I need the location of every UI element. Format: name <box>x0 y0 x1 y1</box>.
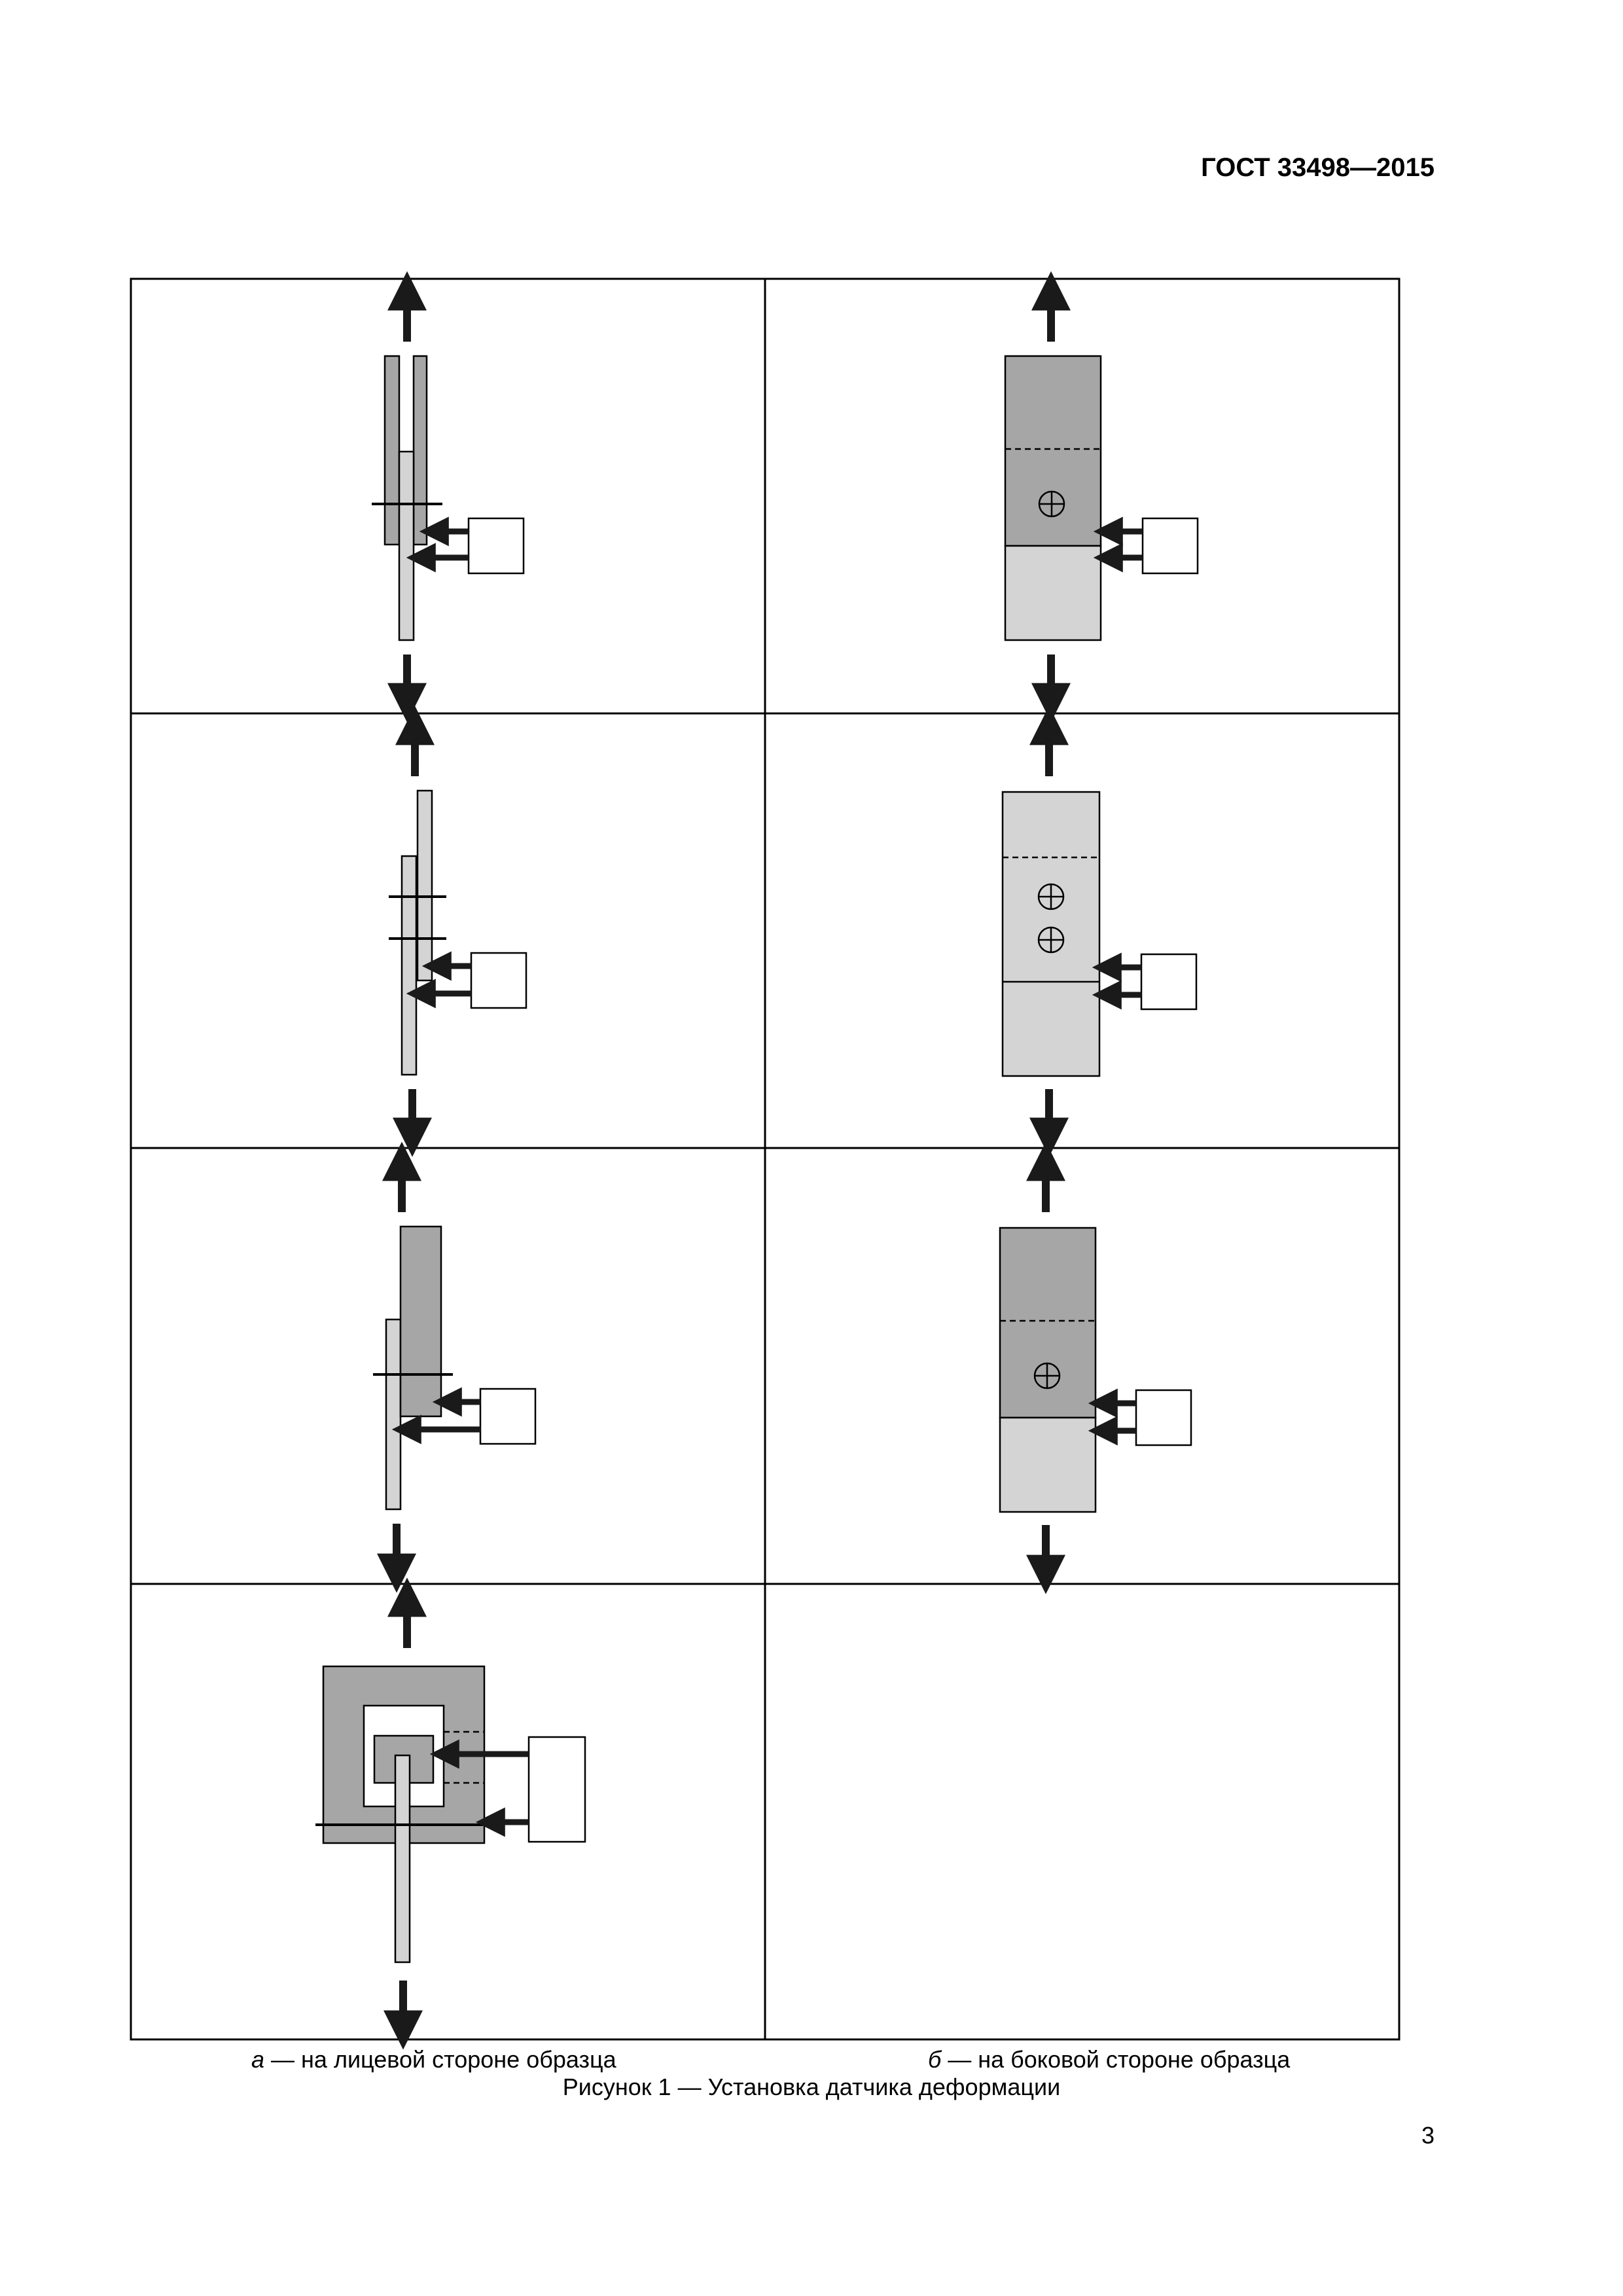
caption-b: б — на боковой стороне образца <box>928 2046 1291 2073</box>
specimen-strip <box>416 789 433 982</box>
specimen-block <box>1004 545 1102 641</box>
document-header: ГОСТ 33498—2015 <box>1201 153 1435 182</box>
specimen-block <box>1004 355 1102 547</box>
panel-a1-face-lap-single <box>372 271 525 723</box>
panel-a3-face-thick-lap <box>373 1141 537 1593</box>
specimen-strip <box>399 1225 442 1418</box>
extensometer-box <box>467 517 525 575</box>
specimen-strip <box>385 1318 402 1511</box>
panel-a4-face-box-joint <box>315 1577 586 2050</box>
figure-title: Рисунок 1 — Установка датчика деформации <box>562 2073 1061 2100</box>
specimen-strip <box>383 355 401 546</box>
specimen-block <box>999 1227 1097 1419</box>
figure-grid <box>130 278 1400 2041</box>
panel-b2-side-double <box>1001 706 1198 1157</box>
caption-a: а — на лицевой стороне образца <box>251 2046 616 2073</box>
specimen-strip <box>394 1754 411 1964</box>
extensometer-box <box>479 1388 537 1445</box>
panel-b3-side-thick <box>999 1141 1192 1594</box>
crosshair-symbol <box>1037 883 1065 910</box>
crosshair-symbol <box>1037 926 1065 954</box>
extensometer-box <box>1140 953 1198 1011</box>
panel-b1-side-single <box>1004 271 1199 723</box>
extensometer-box <box>527 1736 586 1843</box>
extensometer-box <box>470 952 527 1009</box>
specimen-strip <box>412 355 428 546</box>
extensometer-box <box>1141 517 1199 575</box>
crosshair-symbol <box>1038 490 1065 518</box>
extensometer-box <box>1135 1389 1192 1446</box>
page-number: 3 <box>1421 2122 1435 2149</box>
panel-a2-face-lap-double <box>389 706 527 1157</box>
crosshair-symbol <box>1033 1362 1061 1390</box>
specimen-strip <box>401 855 418 1076</box>
specimen-block <box>999 1416 1097 1513</box>
specimen-strip <box>398 450 415 641</box>
